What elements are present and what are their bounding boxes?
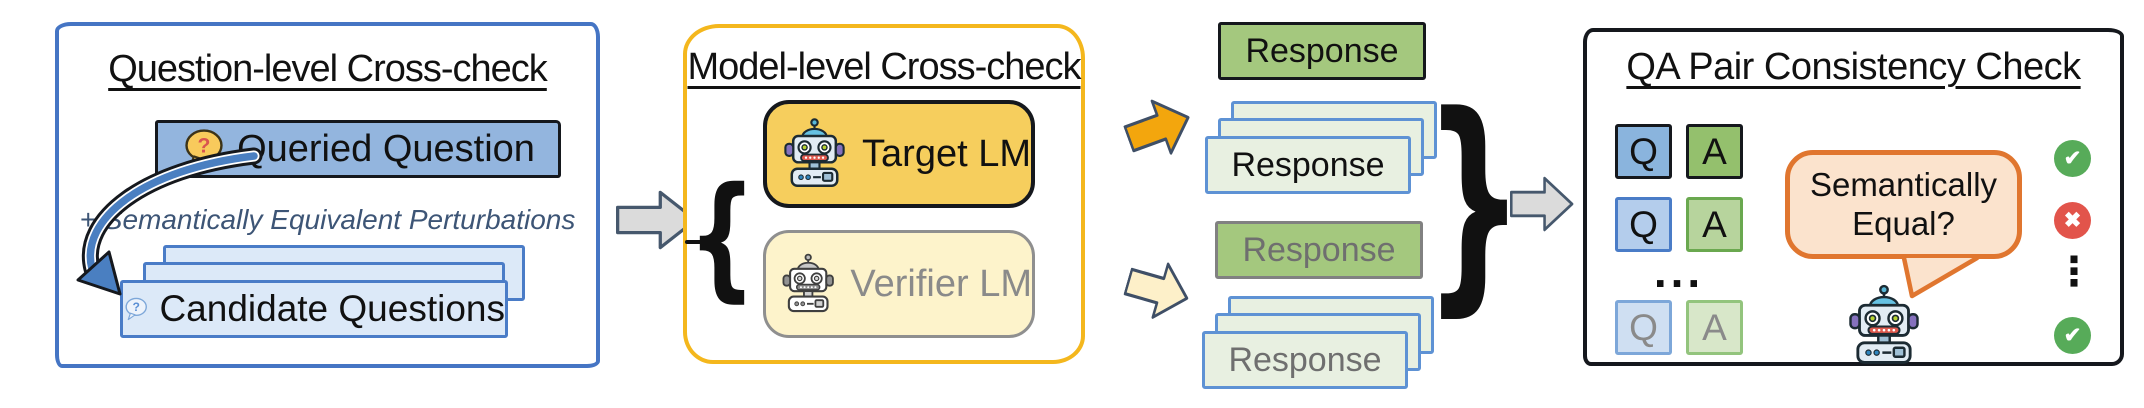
verifier-response-stack-banner: Response bbox=[1202, 331, 1408, 389]
target-response-stack-banner: Response bbox=[1205, 136, 1411, 194]
a-square: A bbox=[1686, 300, 1743, 355]
verifier-lm-label: Verifier LM bbox=[850, 262, 1032, 305]
model-level-box: Model-level Cross-check { Target LM Veri… bbox=[683, 24, 1085, 364]
question-box-title: Question-level Cross-check bbox=[108, 48, 548, 90]
robot-icon bbox=[779, 113, 850, 196]
a-square: A bbox=[1686, 197, 1743, 252]
bubble-line-2: Equal? bbox=[1852, 204, 1955, 242]
target-response-banner: Response bbox=[1218, 22, 1426, 80]
verifier-lm-card: Verifier LM bbox=[763, 230, 1035, 338]
check-icon: ✔ bbox=[2054, 317, 2091, 354]
qa-consistency-box: QA Pair Consistency Check Q A Q A ... Q … bbox=[1583, 28, 2124, 366]
perturbation-note: + Semantically Equivalent Perturbations bbox=[79, 204, 576, 235]
question-level-box: Question-level Cross-check Queried Quest… bbox=[55, 22, 600, 368]
model-box-title: Model-level Cross-check bbox=[687, 46, 1081, 88]
cross-icon: ✖ bbox=[2054, 202, 2091, 239]
flow-arrow-icon bbox=[1510, 176, 1574, 232]
bubble-line-1: Semantically bbox=[1809, 165, 1998, 203]
target-lm-label: Target LM bbox=[862, 132, 1031, 175]
speech-bubble-tail bbox=[1901, 256, 1980, 299]
brace-tick bbox=[685, 240, 705, 244]
curved-arrow-icon bbox=[76, 147, 263, 296]
robot-icon bbox=[1843, 284, 1925, 369]
a-square: A bbox=[1686, 124, 1743, 179]
candidate-questions-label: Candidate Questions bbox=[159, 288, 505, 329]
qa-rows-ellipsis: ... bbox=[1653, 245, 1705, 297]
candidate-questions-banner: Candidate Questions bbox=[120, 280, 508, 338]
semantically-equal-bubble: Semantically Equal? bbox=[1785, 150, 2022, 259]
target-output-arrow-icon bbox=[1118, 89, 1200, 167]
verifier-output-arrow-icon bbox=[1119, 253, 1197, 327]
qa-box-title: QA Pair Consistency Check bbox=[1626, 46, 2081, 88]
q-square: Q bbox=[1615, 197, 1672, 252]
check-icon: ✔ bbox=[2054, 140, 2091, 177]
verifier-response-banner: Response bbox=[1215, 221, 1423, 279]
left-curly-brace: { bbox=[687, 159, 757, 316]
q-square: Q bbox=[1615, 300, 1672, 355]
queried-question-label: Queried Question bbox=[237, 127, 535, 170]
robot-icon bbox=[778, 243, 838, 326]
vertical-ellipsis-icon: ⋮ bbox=[2054, 249, 2094, 295]
q-square: Q bbox=[1615, 124, 1672, 179]
right-curly-brace: } bbox=[1423, 67, 1525, 337]
target-lm-card: Target LM bbox=[763, 100, 1035, 208]
